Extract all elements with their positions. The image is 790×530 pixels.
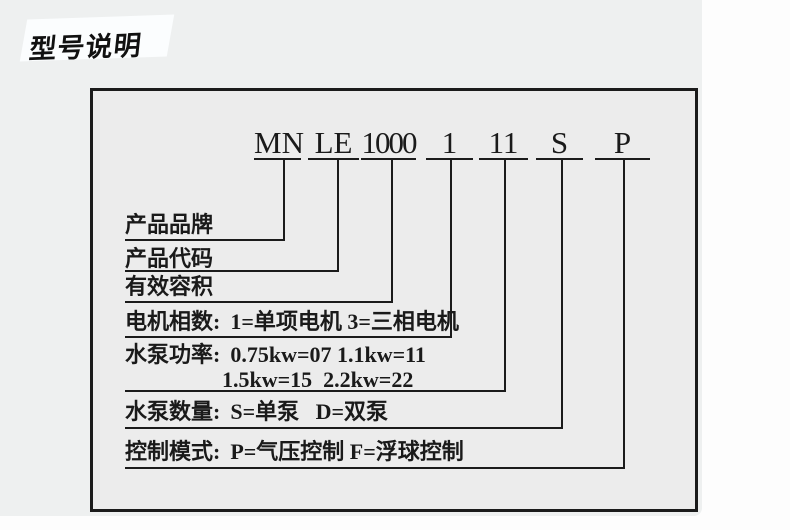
code-segment-product-code: LE: [314, 125, 353, 160]
code-underline: [536, 158, 583, 160]
row-pump-count: 水泵数量: S=单泵 D=双泵: [125, 401, 388, 423]
code-segment-power: 11: [488, 125, 519, 160]
row-line: [125, 270, 339, 272]
row-value: 0.75kw=07 1.1kw=11: [230, 342, 426, 367]
page-title: 型号说明: [27, 30, 144, 66]
connector-line-power: [504, 159, 506, 392]
row-label: 电机相数:: [125, 309, 221, 334]
row-label: 产品代码: [125, 246, 214, 271]
row-phase: 电机相数: 1=单项电机 3=三相电机: [125, 311, 459, 333]
connector-line-control-mode: [623, 159, 625, 469]
code-underline: [426, 158, 473, 160]
code-underline: [254, 158, 301, 160]
code-underline: [361, 158, 416, 160]
code-underline: [479, 158, 528, 160]
connector-line-volume: [391, 159, 393, 303]
code-underline: [308, 158, 359, 160]
row-value: S=单泵 D=双泵: [230, 399, 389, 424]
row-line: [125, 467, 625, 469]
row-line: [125, 390, 506, 392]
code-segment-control-mode: P: [613, 125, 632, 160]
row-value: 1.5kw=15 2.2kw=22: [222, 367, 414, 392]
row-control-mode: 控制模式: P=气压控制 F=浮球控制: [125, 441, 464, 463]
row-line: [125, 239, 285, 241]
row-value: 1=单项电机 3=三相电机: [230, 309, 459, 334]
row-line: [125, 336, 452, 338]
code-segment-brand: MN: [254, 125, 304, 160]
connector-line-brand: [283, 159, 285, 241]
row-line: [125, 301, 393, 303]
row-label: 产品品牌: [125, 212, 214, 237]
row-label: 水泵数量:: [125, 399, 221, 424]
connector-line-product-code: [337, 159, 339, 272]
row-volume: 有效容积: [125, 276, 213, 298]
code-segment-volume: 1000: [361, 125, 418, 160]
connector-line-phase: [450, 159, 452, 338]
code-segment-pump-count: S: [550, 125, 569, 160]
row-brand: 产品品牌: [125, 214, 213, 236]
row-label: 有效容积: [125, 274, 214, 299]
connector-line-pump-count: [561, 159, 563, 429]
row-line: [125, 427, 563, 429]
code-underline: [595, 158, 650, 160]
row-power: 水泵功率: 0.75kw=07 1.1kw=11: [125, 344, 426, 366]
content-canvas: 型号说明 MN LE 1000 1 11 S P 产品品牌 产品代码 有效容积: [0, 0, 702, 516]
code-segment-phase: 1: [441, 125, 458, 160]
row-product-code: 产品代码: [125, 248, 213, 270]
row-label: 水泵功率:: [125, 342, 221, 367]
row-power-line2: 1.5kw=15 2.2kw=22: [222, 369, 413, 391]
row-value: P=气压控制 F=浮球控制: [230, 439, 464, 464]
row-label: 控制模式:: [125, 439, 221, 464]
